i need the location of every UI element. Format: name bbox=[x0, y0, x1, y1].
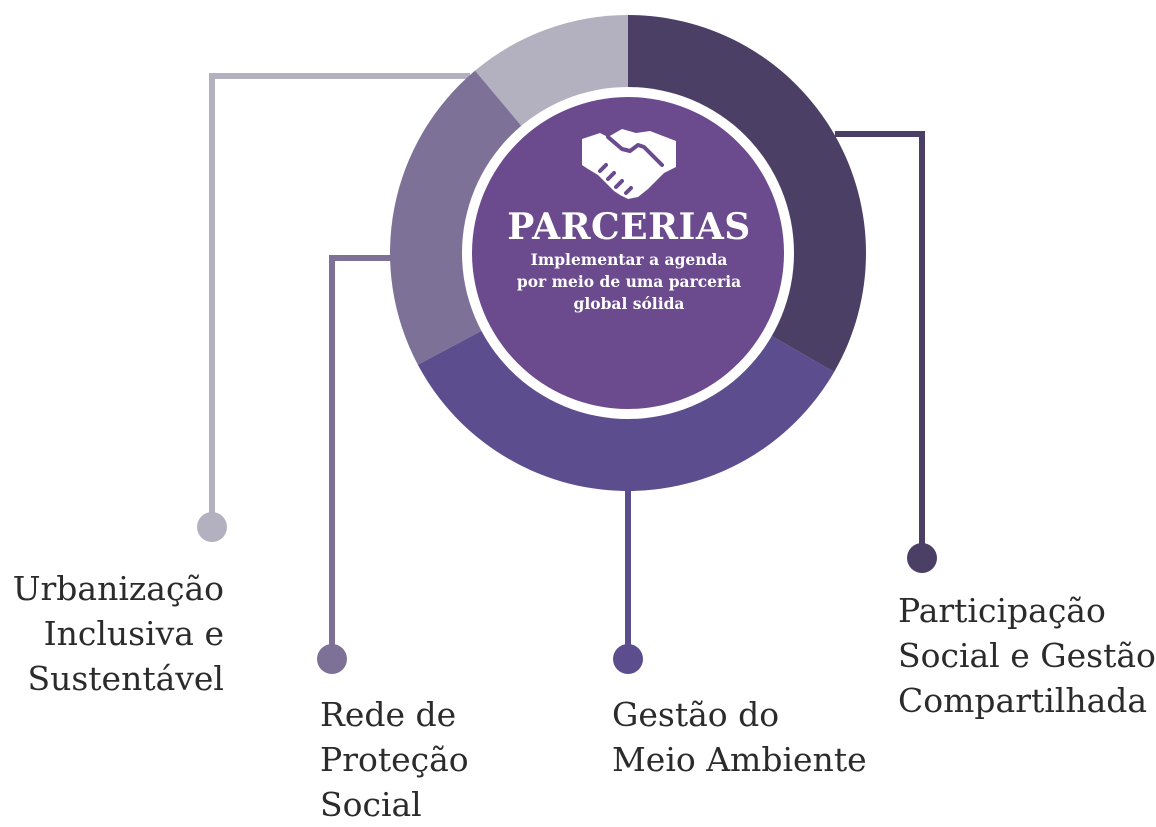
label-participacao: Participação Social e Gestão Compartilha… bbox=[898, 588, 1156, 723]
connector-rede bbox=[329, 255, 392, 659]
center-title: PARCERIAS bbox=[507, 206, 751, 248]
dot-participacao bbox=[907, 543, 937, 573]
connector-urbanizacao bbox=[209, 73, 470, 527]
label-participacao-line-3: Compartilhada bbox=[898, 681, 1148, 720]
label-urbanizacao-line-1: Urbanização bbox=[12, 569, 224, 608]
center-subtitle-line-2: por meio de uma parceria bbox=[516, 272, 742, 291]
center-subtitle-line-3: global sólida bbox=[573, 294, 685, 313]
label-gestao-meio: Gestão do Meio Ambiente bbox=[612, 692, 867, 782]
label-gestao-meio-line-1: Gestão do bbox=[612, 695, 780, 734]
handshake-icon bbox=[582, 129, 676, 199]
center-text: PARCERIAS Implementar a agenda por meio … bbox=[479, 205, 779, 315]
dot-rede bbox=[317, 644, 347, 674]
dot-gestao-meio bbox=[613, 644, 643, 674]
label-rede-line-1: Rede de bbox=[320, 695, 457, 734]
label-participacao-line-1: Participação bbox=[898, 591, 1106, 630]
center-disc bbox=[472, 97, 784, 409]
label-urbanizacao-line-3: Sustentável bbox=[27, 659, 224, 698]
label-urbanizacao: Urbanização Inclusiva e Sustentável bbox=[13, 566, 224, 701]
label-participacao-line-2: Social e Gestão bbox=[898, 636, 1156, 675]
label-gestao-meio-line-2: Meio Ambiente bbox=[612, 740, 867, 779]
label-rede-line-2: Proteção bbox=[320, 740, 469, 779]
dot-urbanizacao bbox=[197, 512, 227, 542]
label-rede-line-3: Social bbox=[320, 785, 422, 824]
label-rede: Rede de Proteção Social bbox=[320, 692, 469, 827]
label-urbanizacao-line-2: Inclusiva e bbox=[43, 614, 224, 653]
center-subtitle-line-1: Implementar a agenda bbox=[530, 250, 728, 269]
ring-segment-rede bbox=[390, 70, 532, 365]
connector-participacao bbox=[835, 131, 925, 558]
